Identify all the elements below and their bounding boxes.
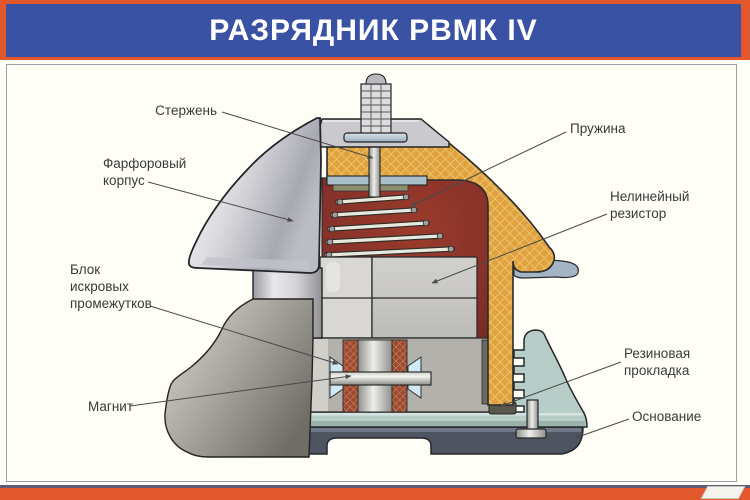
stud-cap bbox=[365, 73, 387, 85]
footer-watermark bbox=[700, 486, 746, 499]
base-underside-shape bbox=[237, 426, 584, 455]
leader-korpus bbox=[147, 181, 294, 222]
magnet-rod bbox=[329, 371, 432, 386]
base-shape bbox=[305, 329, 588, 428]
footer-divider bbox=[0, 485, 750, 488]
terminal-stud bbox=[343, 73, 408, 143]
lower-skirt bbox=[164, 298, 314, 458]
page-title: РАЗРЯДНИК РВМК IV bbox=[209, 13, 538, 47]
leader-osnovanie bbox=[574, 418, 630, 439]
dome-underside-shade bbox=[201, 257, 309, 270]
leader-rezistor bbox=[431, 213, 608, 284]
diagram-area: Стержень Фарфоровый корпус Пружина Нелин… bbox=[0, 60, 750, 485]
label-farforovyy-korpus: Фарфоровый корпус bbox=[103, 156, 187, 188]
label-sterzhen: Стержень bbox=[155, 103, 217, 118]
label-osnovanie: Основание bbox=[632, 409, 702, 424]
spark-gap-block bbox=[307, 337, 493, 413]
leader-magnit bbox=[129, 374, 352, 407]
label-magnit: Магнит bbox=[88, 399, 134, 414]
stud-washer bbox=[343, 132, 408, 143]
porcelain-section-shape bbox=[326, 142, 556, 406]
header-band: РАЗРЯДНИК РВМК IV bbox=[0, 0, 750, 60]
arrester-cross-section-diagram bbox=[129, 73, 630, 458]
footer-orange-strip bbox=[0, 488, 750, 500]
leader-sterzhen bbox=[221, 111, 374, 159]
label-rezinovaya-prokladka: Резиновая прокладка bbox=[624, 346, 691, 378]
nonlinear-resistor-discs bbox=[319, 256, 478, 339]
base-bolt bbox=[515, 399, 547, 439]
leader-prokladka bbox=[500, 361, 622, 407]
label-pruzhina: Пружина bbox=[570, 121, 626, 136]
title-bar: РАЗРЯДНИК РВМК IV bbox=[6, 4, 741, 57]
leader-blok bbox=[149, 305, 339, 365]
label-blok-iskrovykh-promezhutkov: Блок искровых промежутков bbox=[70, 262, 152, 311]
leader-pruzhina bbox=[410, 131, 567, 207]
spring-coils bbox=[324, 193, 455, 259]
content-frame bbox=[6, 64, 737, 482]
rod bbox=[368, 139, 381, 198]
porcelain-dome bbox=[187, 117, 322, 274]
footer-band bbox=[0, 485, 750, 500]
label-nelineynyy-rezistor: Нелинейный резистор bbox=[610, 189, 690, 221]
leader-lines bbox=[129, 111, 630, 439]
